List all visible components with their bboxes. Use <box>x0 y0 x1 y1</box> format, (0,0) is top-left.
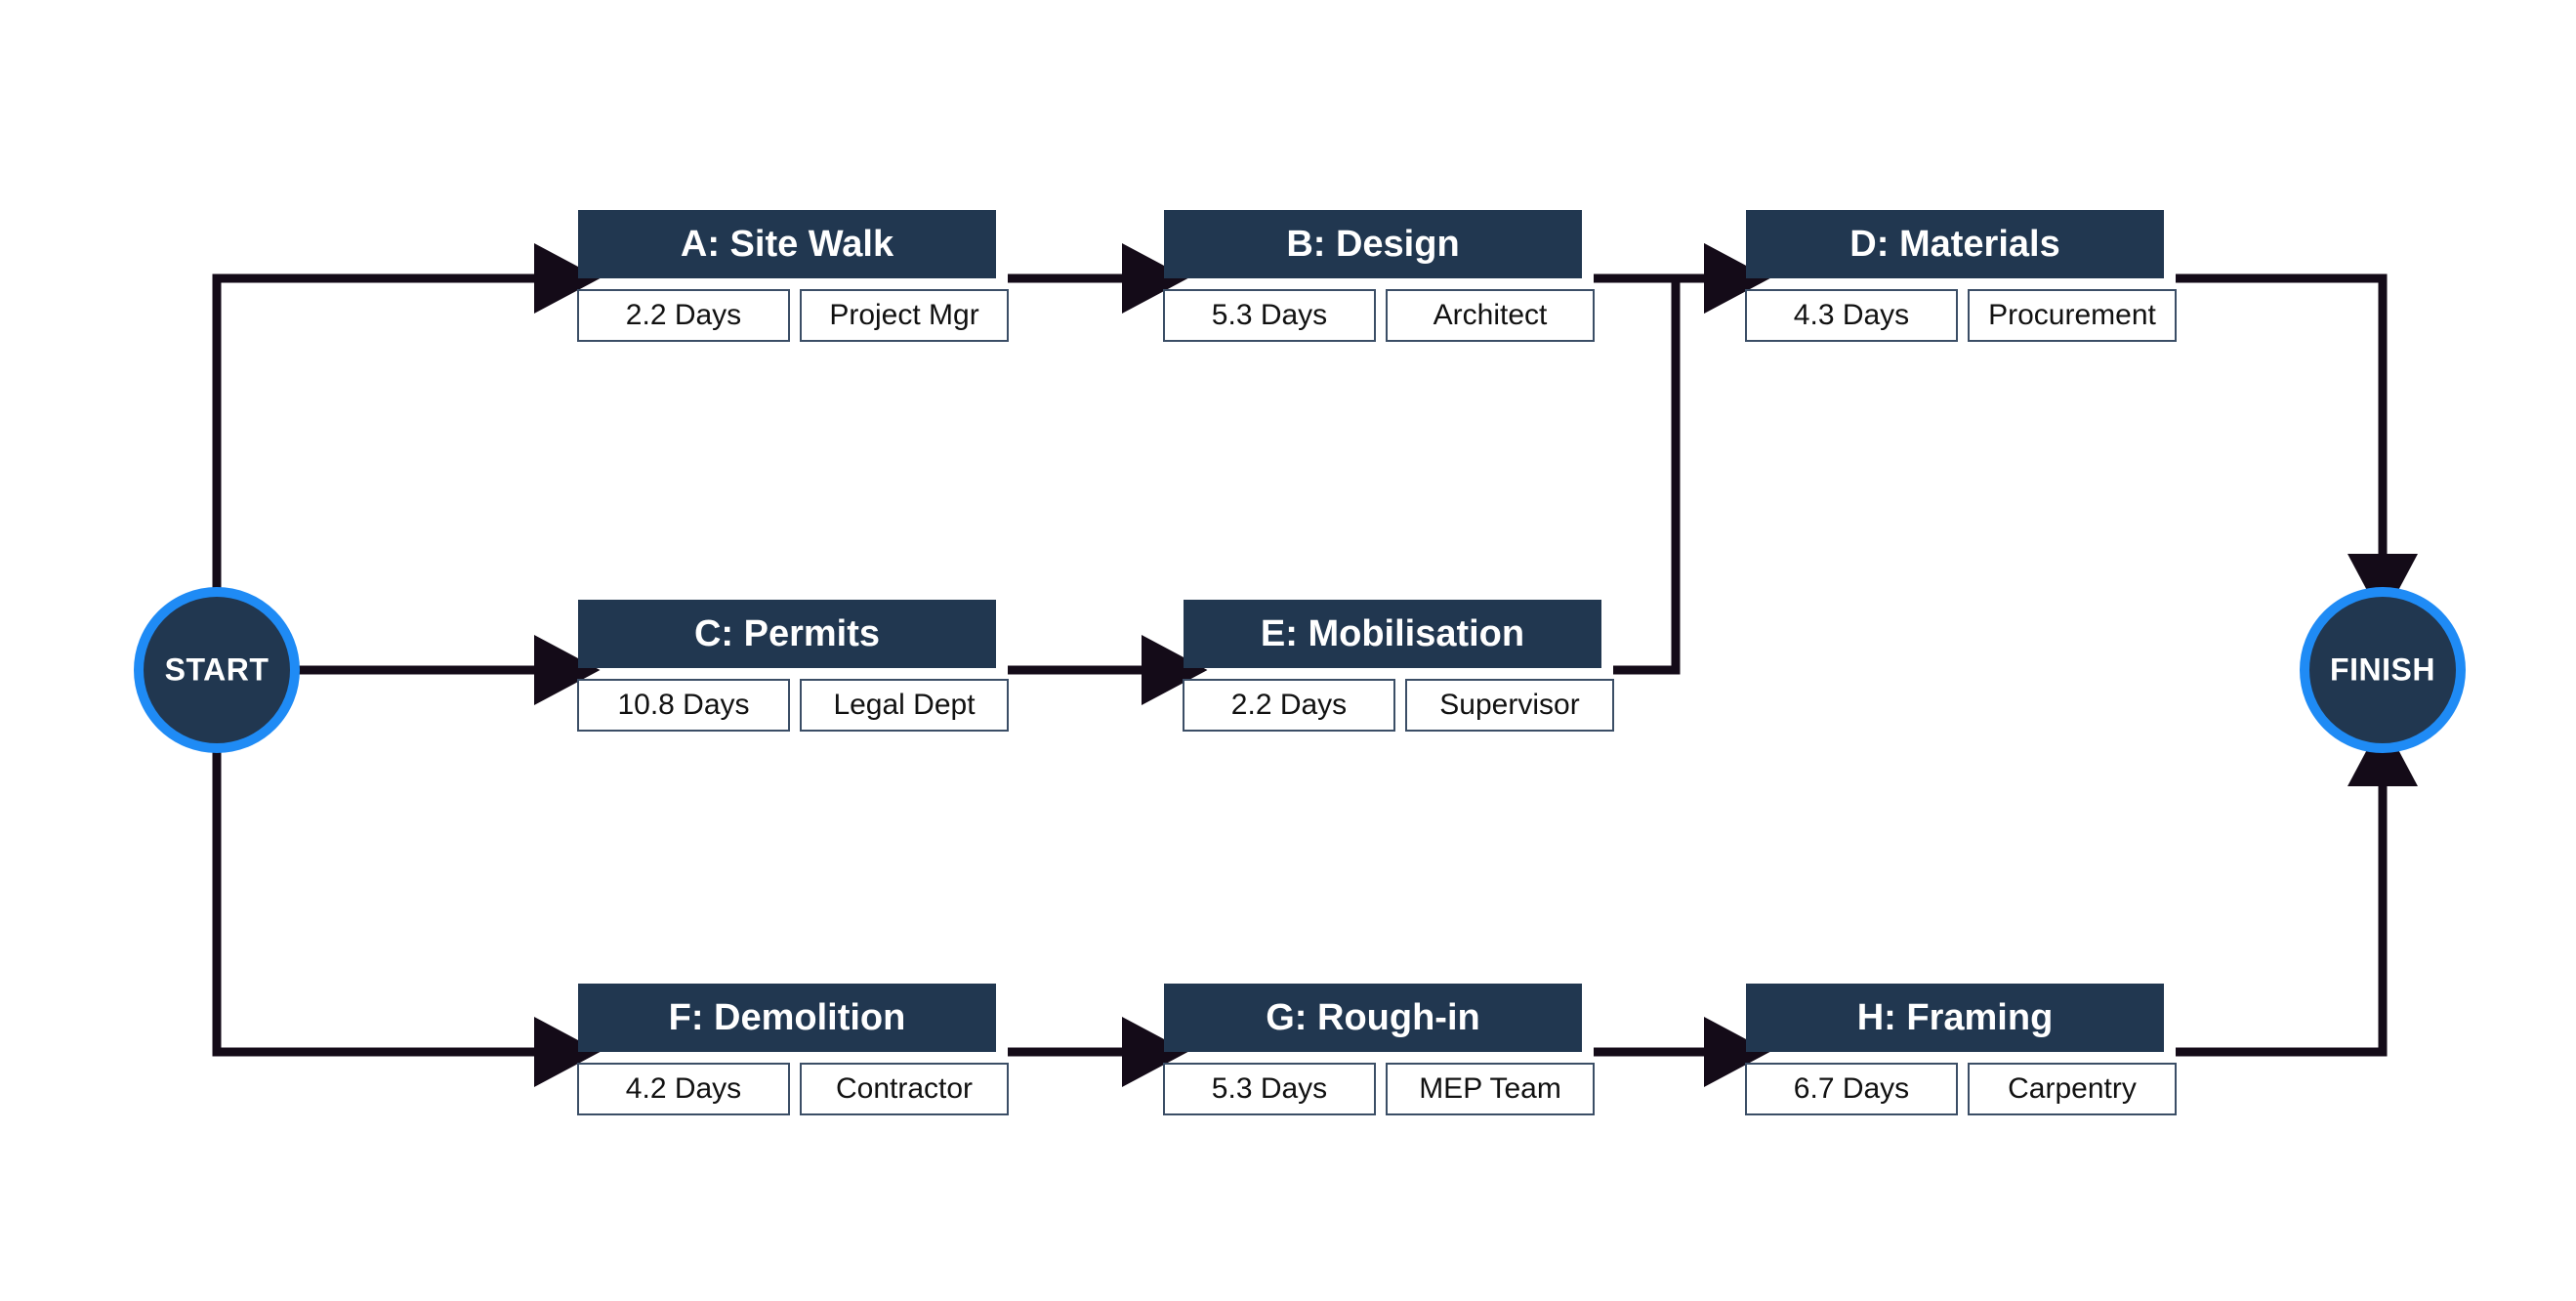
node-resource-label: MEP Team <box>1419 1072 1561 1105</box>
node-duration-label: 5.3 Days <box>1212 299 1327 331</box>
node-header-bar <box>1746 210 2164 278</box>
node-duration-box <box>577 1063 790 1115</box>
node-header-bar <box>578 210 996 278</box>
node-duration-label: 10.8 Days <box>617 689 749 721</box>
activity-node-d[interactable]: D: Materials 4.3 Days Procurement <box>1745 210 2177 342</box>
node-resource-box <box>1405 679 1614 732</box>
node-title: G: Rough-in <box>1266 997 1479 1038</box>
activity-node-a[interactable]: A: Site Walk 2.2 Days Project Mgr <box>577 210 1009 342</box>
node-resource-label: Supervisor <box>1439 689 1579 721</box>
terminal-label: FINISH <box>2330 651 2435 687</box>
node-title: F: Demolition <box>669 997 906 1038</box>
connector-H-to-finish <box>2176 720 2418 1057</box>
node-resource-label: Procurement <box>1988 299 2156 331</box>
node-duration-label: 5.3 Days <box>1212 1072 1327 1105</box>
activity-nodes-layer: A: Site Walk 2.2 Days Project Mgr B: Design… <box>577 210 2177 1115</box>
connector-D-to-finish <box>2176 273 2418 620</box>
node-duration-label: 6.7 Days <box>1794 1072 1909 1105</box>
node-duration-box <box>1163 1063 1376 1115</box>
activity-node-f[interactable]: F: Demolition 4.2 Days Contractor <box>577 984 1009 1115</box>
node-duration-box <box>1745 1063 1958 1115</box>
node-duration-box <box>577 289 790 342</box>
node-title: D: Materials <box>1849 224 2059 265</box>
activity-node-b[interactable]: B: Design 5.3 Days Architect <box>1163 210 1595 342</box>
node-duration-box <box>1163 289 1376 342</box>
node-title: A: Site Walk <box>681 224 894 265</box>
terminal-circle <box>2300 587 2466 753</box>
terminal-node-finish[interactable]: FINISH <box>2300 587 2466 753</box>
node-resource-box <box>800 1063 1009 1115</box>
node-resource-box <box>1968 1063 2177 1115</box>
node-duration-box <box>1745 289 1958 342</box>
node-header-bar <box>1164 210 1582 278</box>
node-resource-box <box>1968 289 2177 342</box>
node-resource-box <box>800 289 1009 342</box>
node-duration-label: 2.2 Days <box>1231 689 1347 721</box>
node-duration-box <box>577 679 790 732</box>
node-header-bar <box>1746 984 2164 1052</box>
node-header-bar <box>1184 600 1601 668</box>
connectors-layer <box>212 243 2418 1087</box>
node-title: E: Mobilisation <box>1261 613 1524 654</box>
node-resource-box <box>1386 289 1595 342</box>
activity-node-e[interactable]: E: Mobilisation 2.2 Days Supervisor <box>1183 600 1614 732</box>
node-resource-label: Project Mgr <box>829 299 978 331</box>
activity-node-h[interactable]: H: Framing 6.7 Days Carpentry <box>1745 984 2177 1115</box>
node-resource-label: Carpentry <box>2008 1072 2137 1105</box>
node-resource-box <box>800 679 1009 732</box>
node-title: C: Permits <box>694 613 880 654</box>
node-duration-label: 4.2 Days <box>626 1072 741 1105</box>
node-title: H: Framing <box>1857 997 2054 1038</box>
terminal-circle <box>134 587 300 753</box>
connector-start-to-A <box>212 243 601 592</box>
node-resource-label: Contractor <box>836 1072 973 1105</box>
node-duration-box <box>1183 679 1395 732</box>
node-resource-box <box>1386 1063 1595 1115</box>
terminal-label: START <box>165 651 270 687</box>
node-title: B: Design <box>1286 224 1459 265</box>
activity-node-g[interactable]: G: Rough-in 5.3 Days MEP Team <box>1163 984 1595 1115</box>
connector-start-to-F <box>212 748 601 1087</box>
node-header-bar <box>578 984 996 1052</box>
node-duration-label: 2.2 Days <box>626 299 741 331</box>
terminal-nodes-layer: START FINISH <box>134 587 2466 753</box>
node-duration-label: 4.3 Days <box>1794 299 1909 331</box>
terminal-node-start[interactable]: START <box>134 587 300 753</box>
node-resource-label: Architect <box>1433 299 1548 331</box>
node-resource-label: Legal Dept <box>833 689 976 721</box>
activity-node-c[interactable]: C: Permits 10.8 Days Legal Dept <box>577 600 1009 732</box>
connector-E-to-D <box>1613 243 1770 675</box>
node-header-bar <box>1164 984 1582 1052</box>
node-header-bar <box>578 600 996 668</box>
